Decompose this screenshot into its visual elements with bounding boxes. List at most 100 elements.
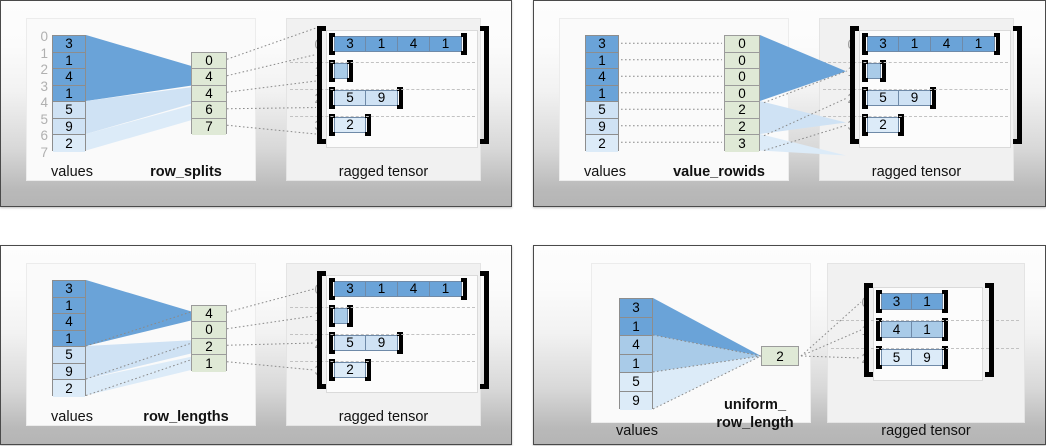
ragged-row-close-bracket bbox=[898, 114, 904, 136]
encoding-cell: 3 bbox=[725, 135, 759, 152]
ragged-row-separator bbox=[831, 320, 1019, 321]
encoding-cell: 7 bbox=[192, 118, 226, 135]
ragged-cell: 4 bbox=[881, 321, 912, 338]
ragged-row-open-bracket bbox=[862, 60, 868, 82]
ragged-row-separator bbox=[290, 361, 475, 362]
ragged-row-open-bracket bbox=[329, 278, 335, 300]
ragged-row-open-bracket bbox=[876, 318, 882, 341]
ragged-cell bbox=[334, 308, 348, 324]
tensor-open-bracket bbox=[317, 26, 326, 144]
ragged-cell: 1 bbox=[366, 281, 398, 297]
encoding-cell: 0 bbox=[725, 36, 759, 53]
encoding-cell: 4 bbox=[192, 69, 226, 86]
ragged-cell: 3 bbox=[867, 36, 899, 52]
ragged-cell: 3 bbox=[334, 36, 366, 52]
values-cell: 2 bbox=[53, 380, 85, 397]
values-cell: 3 bbox=[586, 36, 618, 53]
ragged-cell: 2 bbox=[334, 117, 366, 133]
ragged-tensor-caption: ragged tensor bbox=[871, 164, 962, 180]
ragged-cell: 1 bbox=[430, 281, 462, 297]
ragged-row-open-bracket bbox=[329, 332, 335, 354]
encoding-single-cell: 2 bbox=[761, 346, 799, 366]
encoding-cell: 2 bbox=[192, 338, 226, 356]
tensor-close-bracket bbox=[480, 26, 489, 144]
values-cell: 3 bbox=[53, 281, 85, 298]
ragged-row-close-bracket bbox=[942, 290, 948, 313]
values-cell: 4 bbox=[586, 69, 618, 86]
encoding-cell: 0 bbox=[192, 322, 226, 339]
ragged-row-separator bbox=[290, 307, 475, 308]
tensor-close-bracket bbox=[480, 271, 489, 389]
ragged-cell: 1 bbox=[430, 36, 462, 52]
ragged-cell: 1 bbox=[899, 36, 931, 52]
ragged-row bbox=[867, 63, 881, 79]
values-cell: 1 bbox=[586, 85, 618, 102]
ragged-cell: 3 bbox=[334, 281, 366, 297]
ragged-tensor-caption: ragged tensor bbox=[338, 164, 429, 180]
values-cell: 9 bbox=[53, 363, 85, 380]
ragged-cell: 9 bbox=[899, 90, 931, 106]
ragged-row-separator bbox=[823, 89, 1008, 90]
ragged-row-close-bracket bbox=[397, 332, 403, 354]
encoding-cell: 2 bbox=[725, 102, 759, 119]
tensor-open-bracket bbox=[864, 283, 873, 377]
ragged-row-open-bracket bbox=[862, 114, 868, 136]
values-cell: 2 bbox=[586, 135, 618, 152]
values-index-label: 4 bbox=[40, 95, 48, 110]
encoding-cell: 0 bbox=[725, 69, 759, 86]
ragged-row-open-bracket bbox=[862, 33, 868, 55]
ragged-cell: 4 bbox=[931, 36, 963, 52]
values-index-label: 5 bbox=[40, 111, 48, 127]
values-cell: 9 bbox=[586, 118, 618, 135]
ragged-row-open-bracket bbox=[329, 114, 335, 136]
ragged-cell: 5 bbox=[881, 349, 912, 366]
ragged-cell: 1 bbox=[963, 36, 995, 52]
ragged-cell: 4 bbox=[398, 281, 430, 297]
ragged-row-separator bbox=[290, 116, 475, 117]
ragged-row-open-bracket bbox=[329, 33, 335, 55]
encoding-caption: row_splits bbox=[150, 164, 222, 180]
values-cell: 5 bbox=[53, 347, 85, 364]
values-cell: 1 bbox=[53, 297, 85, 314]
ragged-row-close-bracket bbox=[461, 278, 467, 300]
ragged-row-close-bracket bbox=[942, 346, 948, 369]
values-cell: 9 bbox=[620, 391, 652, 410]
values-index-label: 7 bbox=[40, 144, 48, 160]
ragged-row-open-bracket bbox=[329, 359, 335, 381]
tensor-close-bracket bbox=[1013, 26, 1022, 144]
ragged-row-open-bracket bbox=[876, 346, 882, 369]
ragged-row-close-bracket bbox=[942, 318, 948, 341]
values-cell: 1 bbox=[620, 317, 652, 336]
ragged-row-open-bracket bbox=[329, 87, 335, 109]
ragged-row-close-bracket bbox=[994, 33, 1000, 55]
ragged-row-close-bracket bbox=[880, 60, 886, 82]
values-index-label: 1 bbox=[40, 45, 48, 61]
ragged-row-close-bracket bbox=[930, 87, 936, 109]
values-index-label: 6 bbox=[40, 128, 48, 143]
ragged-row-close-bracket bbox=[365, 359, 371, 381]
ragged-cell: 5 bbox=[334, 335, 366, 351]
values-cell: 1 bbox=[586, 52, 618, 69]
values-cell: 4 bbox=[620, 336, 652, 355]
ragged-cell bbox=[334, 63, 348, 79]
ragged-row-open-bracket bbox=[876, 290, 882, 313]
encoding-cell: 0 bbox=[725, 52, 759, 69]
ragged-row: 2 bbox=[334, 117, 366, 133]
ragged-row-close-bracket bbox=[461, 33, 467, 55]
values-caption: values bbox=[51, 409, 93, 425]
values-caption: values bbox=[616, 423, 658, 439]
ragged-tensor-caption: ragged tensor bbox=[338, 409, 429, 425]
ragged-cell: 9 bbox=[912, 349, 943, 366]
